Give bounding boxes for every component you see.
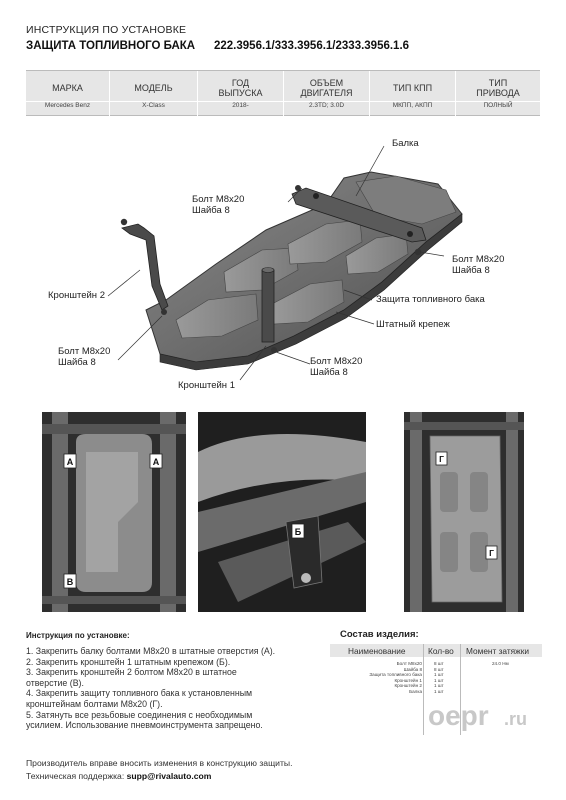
composition-row-qty: 8 шт 8 шт 1 шт 1 шт 1 шт 1 шт — [434, 661, 444, 694]
label-bracket-2: Кронштейн 2 — [48, 290, 105, 301]
spec-col-make: МАРКА Mercedes Benz — [26, 71, 110, 117]
instructions-title: Инструкция по установке: — [26, 631, 130, 640]
spec-header: МОДЕЛЬ — [134, 83, 173, 93]
composition-header-name: Наименование — [348, 646, 406, 656]
composition-row-torque: 24.0 Нм — [492, 661, 509, 666]
support-email-link[interactable]: supp@rivalauto.com — [126, 771, 212, 781]
label-crossbar: Балка — [392, 138, 419, 149]
svg-text:А: А — [67, 457, 74, 467]
crossbar — [291, 187, 427, 243]
label-bolt-right: Болт М8х20 Шайба 8 — [452, 254, 505, 276]
instruction-step: 1. Закрепить балку болтами М8х20 в штатн… — [26, 646, 276, 656]
support-label: Техническая поддержка: — [26, 771, 125, 781]
photo-installed-guard: Г Г — [404, 412, 524, 612]
label-bolt-top: Болт М8х20 Шайба 8 — [192, 194, 245, 216]
spec-value: 2.3TD; 3.0D — [308, 102, 345, 109]
spec-header: ГОД ВЫПУСКА — [218, 78, 263, 98]
spec-col-year: ГОД ВЫПУСКА 2018- — [198, 71, 284, 117]
spec-value: X-Class — [142, 102, 165, 109]
svg-text:Г: Г — [489, 548, 494, 558]
instruction-step: 5. Затянуть все резьбовые соединения с н… — [26, 709, 263, 731]
label-bolt-bottom: Болт М8х20 Шайба 8 — [310, 356, 363, 378]
marker-g-icon: Г — [485, 545, 498, 560]
spec-value: Mercedes Benz — [44, 102, 91, 109]
instruction-step: 4. Закрепить защиту топливного бака к ус… — [26, 688, 253, 709]
label-guard: Защита топливного бака — [376, 294, 485, 305]
spec-table: МАРКА Mercedes Benz МОДЕЛЬ X-Class ГОД В… — [26, 70, 540, 117]
footer-support: Техническая поддержка: supp@rivalauto.co… — [26, 771, 211, 781]
assembly-diagram: Балка Болт М8х20 Шайба 8 Болт М8х20 Шайб… — [26, 124, 540, 404]
bracket-1 — [261, 267, 275, 343]
spec-value: МКПП, АКПП — [392, 102, 433, 109]
leader-lines — [107, 145, 445, 381]
composition-header-torque: Момент затяжки — [466, 646, 529, 656]
photo-underbody-left: А А В — [42, 412, 186, 612]
svg-text:А: А — [153, 457, 160, 467]
spec-value: ПОЛНЫЙ — [483, 102, 513, 109]
instruction-step: 2. Закрепить кронштейн 1 штатным крепежо… — [26, 656, 231, 667]
marker-a-icon: А — [63, 453, 77, 469]
footer-notice: Производитель вправе вносить изменения в… — [26, 758, 293, 768]
spec-header: ОБЪЕМ ДВИГАТЕЛЯ — [300, 78, 353, 98]
spec-col-drive: ТИП ПРИВОДА ПОЛНЫЙ — [456, 71, 540, 117]
header-title-line2: ЗАЩИТА ТОПЛИВНОГО БАКА — [26, 40, 196, 52]
header-title-line1: ИНСТРУКЦИЯ ПО УСТАНОВКЕ — [26, 24, 187, 36]
marker-b-icon: Б — [291, 523, 305, 539]
assembly-drawing — [107, 145, 463, 381]
oepr-logo: oepr .ru — [424, 697, 544, 733]
photo-bracket-closeup: Б — [198, 412, 366, 612]
marker-v-icon: В — [63, 573, 77, 589]
svg-text:oepr: oepr — [428, 700, 489, 731]
header-part-codes: 222.3956.1/333.3956.1/2333.3956.1.6 — [214, 40, 410, 52]
label-bracket-1: Кронштейн 1 — [178, 380, 235, 391]
spec-header: ТИП КПП — [392, 83, 433, 93]
spec-col-model: МОДЕЛЬ X-Class — [110, 71, 198, 117]
composition-title: Состав изделия: — [340, 629, 419, 640]
label-bolt-left: Болт М8х20 Шайба 8 — [58, 346, 111, 368]
instructions-list: 1. Закрепить балку болтами М8х20 в штатн… — [26, 646, 326, 731]
marker-g-icon: Г — [435, 451, 448, 466]
svg-text:Г: Г — [439, 454, 444, 464]
spec-header: ТИП ПРИВОДА — [476, 78, 520, 98]
svg-text:В: В — [67, 577, 74, 587]
spec-col-engine: ОБЪЕМ ДВИГАТЕЛЯ 2.3TD; 3.0D — [284, 71, 370, 117]
composition-header: Наименование Кол-во Момент затяжки — [330, 644, 542, 657]
svg-text:Б: Б — [295, 527, 302, 537]
composition-body: Болт М8х20 Шайба 8 Защита топливного бак… — [330, 657, 542, 735]
svg-text:.ru: .ru — [504, 709, 527, 729]
spec-value: 2018- — [232, 102, 249, 109]
instruction-step: 3. Закрепить кронштейн 2 болтом М8х20 в … — [26, 667, 237, 688]
composition-header-qty: Кол-во — [428, 646, 454, 656]
marker-a-icon: А — [149, 453, 163, 469]
spec-col-gearbox: ТИП КПП МКПП, АКПП — [370, 71, 456, 117]
bracket-2 — [121, 223, 169, 311]
composition-row-name: Болт М8х20 Шайба 8 Защита топливного бак… — [369, 661, 422, 694]
bolt-icon — [120, 185, 422, 353]
label-standard-fastener: Штатный крепеж — [376, 319, 450, 330]
spec-header: МАРКА — [52, 83, 83, 93]
